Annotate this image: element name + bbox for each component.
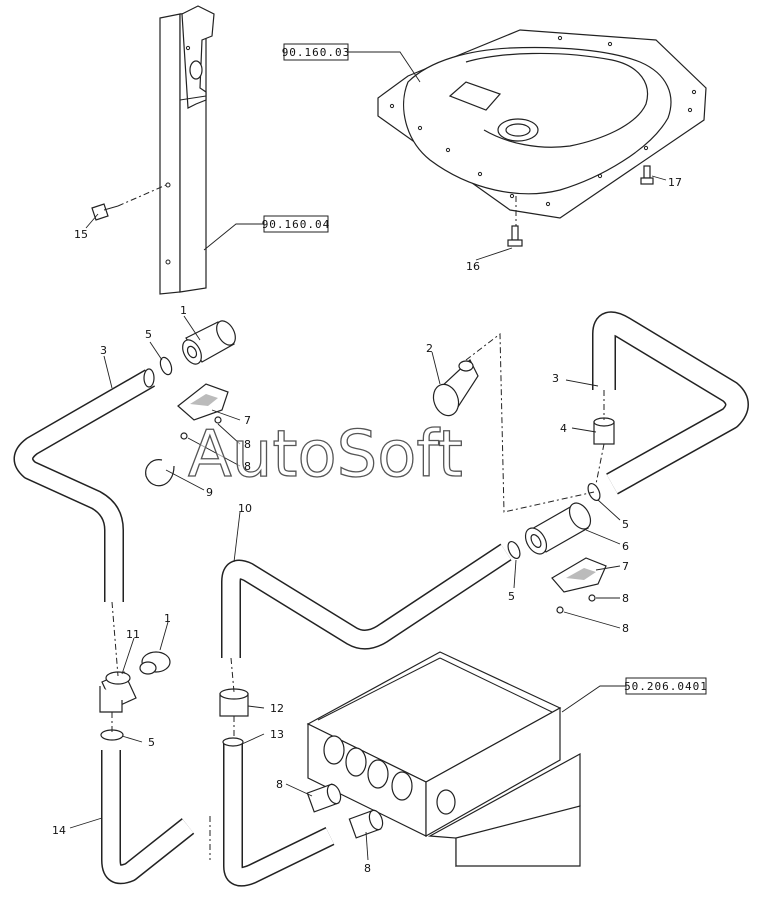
hvac-unit — [306, 651, 581, 867]
bracket-7-left — [177, 383, 229, 421]
callout-8-right-a: 8 — [622, 592, 629, 605]
callout-16: 16 — [466, 260, 480, 273]
ref-box-unit[interactable]: 50.206.0401 — [624, 677, 708, 695]
sleeve-12 — [219, 688, 249, 717]
sleeve-1-top — [182, 320, 236, 365]
callout-5-top: 5 — [145, 328, 152, 341]
screw-8-right — [556, 594, 596, 614]
callout-8-left-a: 8 — [244, 438, 251, 451]
bolt-16 — [507, 225, 523, 247]
callout-labels: 15 16 17 1 5 3 7 8 8 9 2 3 4 5 6 7 8 8 5… — [52, 176, 682, 875]
nozzle-2 — [432, 359, 479, 417]
callout-13: 13 — [270, 728, 284, 741]
pipe-3-left — [13, 368, 155, 602]
bracket-7-right — [551, 557, 607, 593]
callout-1-bottom: 1 — [164, 612, 171, 625]
screw-8-left — [180, 416, 222, 440]
sleeve-8-a — [306, 783, 342, 813]
callout-12: 12 — [270, 702, 284, 715]
screw-15 — [91, 184, 167, 221]
callout-2: 2 — [426, 342, 433, 355]
alignment-lines — [111, 196, 605, 860]
elbow-11 — [99, 671, 137, 713]
upright-post — [159, 5, 215, 295]
callout-8-unit-a: 8 — [276, 778, 283, 791]
pipe-10 — [221, 543, 512, 658]
clamp-5-mid — [507, 540, 521, 560]
callout-5-right: 5 — [622, 518, 629, 531]
sleeve-4 — [593, 417, 615, 445]
callout-6: 6 — [622, 540, 629, 553]
callout-11: 11 — [126, 628, 140, 641]
ref-seat-base-text: 90.160.03 — [282, 46, 351, 59]
callout-8-right-b: 8 — [622, 622, 629, 635]
pipe-3-right — [592, 311, 749, 495]
callout-10: 10 — [238, 502, 252, 515]
clamp-5-top — [159, 356, 173, 376]
pipe-13 — [222, 737, 335, 887]
watermark-text: AutoSoft — [188, 418, 463, 492]
callout-7-right: 7 — [622, 560, 629, 573]
sleeve-6 — [524, 502, 592, 555]
ref-unit-text: 50.206.0401 — [624, 680, 708, 693]
callout-7-left: 7 — [244, 414, 251, 427]
leader-lines — [69, 51, 667, 861]
sleeve-8-b — [348, 809, 384, 839]
pipe-14 — [101, 750, 195, 885]
callout-5-bottom: 5 — [148, 736, 155, 749]
ref-box-upright[interactable]: 90.160.04 — [262, 215, 331, 233]
callout-9: 9 — [206, 486, 213, 499]
sleeve-1-bottom — [139, 651, 171, 675]
seat-base — [377, 29, 707, 219]
bolt-17 — [640, 165, 654, 185]
callout-4: 4 — [560, 422, 567, 435]
callout-17: 17 — [668, 176, 682, 189]
callout-1-top: 1 — [180, 304, 187, 317]
callout-8-left-b: 8 — [244, 460, 251, 473]
callout-14: 14 — [52, 824, 66, 837]
callout-3-right: 3 — [552, 372, 559, 385]
ref-upright-text: 90.160.04 — [262, 218, 331, 231]
callout-3-left: 3 — [100, 344, 107, 357]
clip-9 — [145, 459, 175, 487]
callout-15: 15 — [74, 228, 88, 241]
callout-8-unit-b: 8 — [364, 862, 371, 875]
ref-box-seat-base[interactable]: 90.160.03 — [282, 43, 351, 61]
callout-5-mid: 5 — [508, 590, 515, 603]
